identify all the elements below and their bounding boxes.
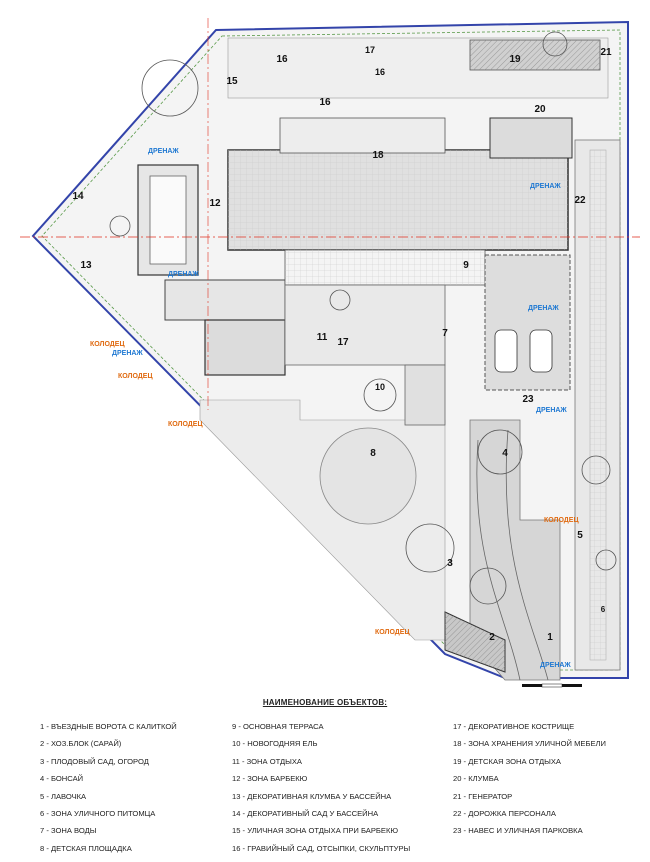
well-callout: КОЛОДЕЦ (90, 341, 125, 348)
legend-item: 18 - ЗОНА ХРАНЕНИЯ УЛИЧНОЙ МЕБЕЛИ (453, 739, 606, 749)
legend-item: 15 - УЛИЧНАЯ ЗОНА ОТДЫХА ПРИ БАРБЕКЮ (232, 826, 399, 836)
zone-number-11: 11 (317, 332, 328, 343)
zone-number-3: 3 (447, 558, 453, 569)
garden-lawn (199, 399, 446, 641)
legend-item: 6 - ЗОНА УЛИЧНОГО ПИТОМЦА (40, 808, 156, 818)
zone-number-18: 18 (372, 150, 384, 161)
zone-number-8: 8 (370, 448, 376, 459)
zone-number-7: 7 (442, 328, 448, 339)
legend-item: 21 - ГЕНЕРАТОР (453, 791, 513, 801)
zone-number-17: 17 (337, 337, 349, 348)
zone-number-19: 19 (509, 54, 521, 65)
site-plan: 1234567891011121314151617181920212223161… (20, 18, 640, 688)
legend-item: 23 - НАВЕС И УЛИЧНАЯ ПАРКОВКА (453, 826, 583, 836)
drain-callout: ДРЕНАЖ (536, 407, 567, 414)
drain-callout: ДРЕНАЖ (148, 148, 179, 155)
legend-item: 17 - ДЕКОРАТИВНОЕ КОСТРИЩЕ (453, 722, 575, 731)
well-callout: КОЛОДЕЦ (544, 517, 579, 524)
legend-item: 22 - ДОРОЖКА ПЕРСОНАЛА (453, 808, 556, 818)
drain-callout: ДРЕНАЖ (112, 350, 143, 357)
zone-number-16: 16 (375, 67, 385, 77)
legend-item: 16 - ГРАВИЙНЫЙ САД, ОТСЫПКИ, СКУЛЬПТУРЫ (232, 843, 411, 853)
zone-number-14: 14 (72, 191, 84, 202)
legend-column-2: 9 - ОСНОВНАЯ ТЕРРАСА 10 - НОВОГОДНЯЯ ЕЛЬ 1… (232, 718, 410, 857)
zone-number-20: 20 (534, 104, 546, 115)
legend-item: 5 - ЛАВОЧКА (40, 791, 87, 801)
drain-callout: ДРЕНАЖ (168, 271, 199, 278)
legend: НАИМЕНОВАНИЕ ОБЪЕКТОВ: 1 - ВЪЕЗДНЫЕ ВОРО… (0, 690, 650, 862)
zone-number-4: 4 (502, 448, 508, 459)
zone-number-5: 5 (577, 530, 583, 541)
zone-number-1: 1 (547, 632, 553, 643)
legend-item: 14 - ДЕКОРАТИВНЫЙ САД У БАССЕЙНА (232, 808, 379, 818)
zone-number-23: 23 (522, 394, 534, 405)
legend-item: 20 - КЛУМБА (453, 774, 499, 784)
legend-item: 1 - ВЪЕЗДНЫЕ ВОРОТА С КАЛИТКОЙ (40, 722, 177, 731)
utility-callouts: ДРЕНАЖ ДРЕНАЖ ДРЕНАЖ ДРЕНАЖ ДРЕНАЖ ДРЕНАЖ ДРЕН… (90, 148, 579, 669)
zone-number-21: 21 (600, 47, 612, 58)
drain-callout: ДРЕНАЖ (528, 305, 559, 312)
legend-item: 9 - ОСНОВНАЯ ТЕРРАСА (232, 722, 324, 731)
legend-item: 12 - ЗОНА БАРБЕКЮ (232, 774, 308, 784)
legend-item: 4 - БОНСАЙ (40, 774, 84, 784)
legend-column-1: 1 - ВЪЕЗДНЫЕ ВОРОТА С КАЛИТКОЙ 2 - ХОЗ.БЛ… (40, 718, 177, 857)
trees (109, 31, 617, 605)
legend-item: 3 - ПЛОДОВЫЙ САД, ОГОРОД (40, 756, 149, 766)
scale-bar (522, 683, 582, 688)
zone-number-12: 12 (209, 198, 221, 209)
legend-item: 10 - НОВОГОДНЯЯ ЕЛЬ (232, 739, 318, 749)
legend-item: 7 - ЗОНА ВОДЫ (40, 826, 97, 836)
zone-number-22: 22 (574, 195, 586, 206)
zone-number-15: 15 (226, 76, 238, 87)
zone-number-16: 16 (319, 97, 331, 108)
legend-item: 8 - ДЕТСКАЯ ПЛОЩАДКА (40, 843, 132, 853)
playground-circle (319, 427, 417, 525)
zone-number-labels: 1234567891011121314151617181920212223161… (72, 45, 612, 643)
well-callout: КОЛОДЕЦ (168, 421, 203, 428)
legend-title: НАИМЕНОВАНИЕ ОБЪЕКТОВ: (262, 698, 388, 707)
legend-item: 2 - ХОЗ.БЛОК (САРАЙ) (40, 739, 122, 749)
zone-number-17: 17 (365, 45, 375, 55)
zone-number-16: 16 (276, 54, 288, 65)
well-callout: КОЛОДЕЦ (375, 629, 410, 636)
zone-number-13: 13 (80, 260, 92, 271)
drain-callout: ДРЕНАЖ (530, 183, 561, 190)
legend-item: 19 - ДЕТСКАЯ ЗОНА ОТДЫХА (453, 756, 561, 766)
legend-item: 11 - ЗОНА ОТДЫХА (232, 756, 302, 766)
drain-callout: ДРЕНАЖ (540, 662, 571, 669)
legend-item: 13 - ДЕКОРАТИВНАЯ КЛУМБА У БАССЕЙНА (232, 791, 392, 801)
zone-number-9: 9 (463, 260, 469, 271)
zone-number-10: 10 (375, 382, 385, 392)
zone-number-6: 6 (601, 605, 606, 614)
well-callout: КОЛОДЕЦ (118, 373, 153, 380)
zone-number-2: 2 (489, 632, 495, 643)
legend-column-3: 17 - ДЕКОРАТИВНОЕ КОСТРИЩЕ 18 - ЗОНА ХРАН… (453, 718, 606, 840)
